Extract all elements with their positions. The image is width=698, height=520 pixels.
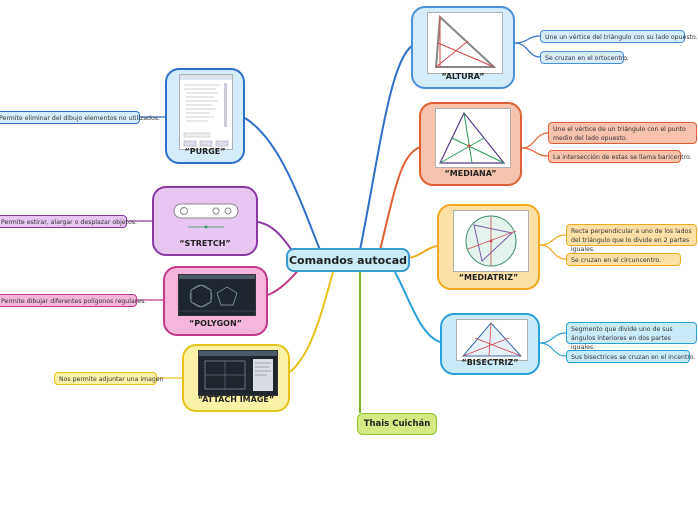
stretch-note: Permite estirar, alargar o desplazar obj… [0, 215, 137, 228]
node-mediana[interactable]: “MEDIANA” [419, 102, 522, 186]
mediatriz-note-1: Recta perpendicular a uno de los lados d… [566, 224, 697, 253]
purge-note: Permite eliminar del dibujo elementos no… [0, 111, 160, 124]
altura-triangle-image [427, 12, 503, 74]
mediana-note-1: Une el vértice de un triángulo con el pu… [548, 122, 697, 144]
node-attach-image-title: “ATTACH IMAGE” [197, 395, 275, 404]
node-stretch[interactable]: “STRETCH” [152, 186, 258, 256]
purge-dialog-image [179, 74, 233, 150]
altura-note-1: Une un vértice del triángulo con su lado… [540, 30, 698, 43]
polygon-note: Permite dibujar diferentes polígonos reg… [0, 294, 146, 307]
node-altura[interactable]: “ALTURA” [411, 6, 515, 89]
author-node[interactable]: Thais Cuichán [357, 413, 437, 435]
attach-cad-image [198, 350, 278, 396]
bisectriz-triangle-image [456, 319, 528, 361]
altura-note-2: Se cruzan en el ortocentro. [540, 51, 629, 64]
mediatriz-circle-image [453, 210, 529, 272]
bisectriz-note-1: Segmento que divide uno de sus ángulos i… [566, 322, 697, 351]
polygon-cad-image [178, 274, 256, 316]
node-mediana-title: “MEDIANA” [444, 169, 497, 178]
node-purge[interactable]: “PURGE” [165, 68, 245, 164]
node-bisectriz[interactable]: “BISECTRIZ” [440, 313, 540, 375]
node-stretch-title: “STRETCH” [179, 239, 231, 248]
mediana-triangle-image [435, 108, 511, 168]
bisectriz-note-2: Sus bisectrices se cruzan en el incentro… [566, 350, 695, 363]
central-topic[interactable]: Comandos autocad [286, 248, 410, 272]
node-altura-title: “ALTURA” [441, 72, 485, 81]
mediana-note-2: La intersección de estas se llama barice… [548, 150, 692, 163]
node-polygon-title: “POLYGON” [189, 319, 242, 328]
stretch-shape-image [168, 194, 244, 232]
attach-note: Nos permite adjuntar una imagen [54, 372, 164, 385]
node-mediatriz[interactable]: “MEDIATRIZ” [437, 204, 540, 290]
node-polygon[interactable]: “POLYGON” [163, 266, 268, 336]
node-purge-title: “PURGE” [184, 147, 226, 156]
node-mediatriz-title: “MEDIATRIZ” [458, 273, 519, 282]
mediatriz-note-2: Se cruzan en el circuncentro. [566, 253, 681, 266]
node-attach-image[interactable]: “ATTACH IMAGE” [182, 344, 290, 412]
node-bisectriz-title: “BISECTRIZ” [461, 358, 519, 367]
